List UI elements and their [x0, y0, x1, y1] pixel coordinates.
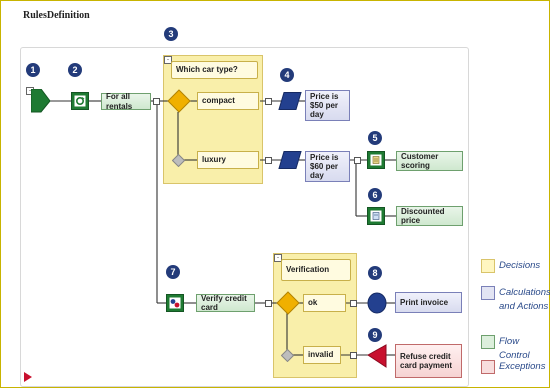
discounted-price-node[interactable]: Discounted price [396, 206, 463, 226]
decision-diamond-icon[interactable] [276, 291, 300, 315]
loop-icon[interactable] [71, 92, 89, 110]
refuse-credit-card-payment-node[interactable]: Refuse credit card payment [395, 344, 462, 378]
handle[interactable] [265, 300, 272, 307]
legend-label-exceptions: Exceptions [499, 361, 546, 372]
expand-arrow-icon[interactable] [24, 372, 32, 382]
start-node-icon[interactable] [31, 89, 51, 113]
handle[interactable] [153, 98, 160, 105]
subflow-icon[interactable] [166, 294, 184, 312]
badge-2: 2 [68, 63, 82, 77]
which-car-type-header[interactable]: Which car type? [171, 61, 258, 79]
badge-6: 6 [368, 188, 382, 202]
ok-condition[interactable]: ok [303, 294, 346, 312]
badge-9: 9 [368, 328, 382, 342]
badge-5: 5 [368, 131, 382, 145]
customer-scoring-node[interactable]: Customer scoring [396, 151, 463, 171]
rule-flow-icon[interactable] [367, 151, 385, 169]
legend-swatch-exceptions [481, 360, 495, 374]
verification-header[interactable]: Verification [281, 259, 351, 281]
decision-diamond-icon[interactable] [167, 89, 191, 113]
badge-8: 8 [368, 266, 382, 280]
badge-7: 7 [166, 265, 180, 279]
decision-else-diamond-icon[interactable] [172, 154, 185, 167]
verify-credit-card-node[interactable]: Verify credit card [196, 294, 255, 312]
handle[interactable] [350, 300, 357, 307]
print-action-icon[interactable] [367, 292, 387, 314]
handle[interactable] [265, 98, 272, 105]
decision-else-diamond-icon[interactable] [281, 349, 294, 362]
price-50-action[interactable]: Price is $50 per day [305, 90, 350, 121]
rule-flow-icon[interactable] [367, 207, 385, 225]
handle[interactable] [265, 157, 272, 164]
handle[interactable] [354, 157, 361, 164]
handle[interactable] [350, 352, 357, 359]
for-all-rentals-node[interactable]: For all rentals [101, 92, 151, 111]
badge-3: 3 [164, 27, 178, 41]
print-invoice-action[interactable]: Print invoice [395, 292, 462, 313]
badge-1: 1 [26, 63, 40, 77]
action-icon[interactable] [278, 92, 302, 110]
collapse-toggle[interactable]: - [164, 56, 172, 64]
compact-condition[interactable]: compact [197, 92, 259, 110]
collapse-toggle[interactable]: - [274, 254, 282, 262]
legend-swatch-decisions [481, 259, 495, 273]
invalid-condition[interactable]: invalid [303, 346, 341, 364]
legend-swatch-calculations [481, 286, 495, 300]
exception-icon[interactable] [367, 344, 387, 368]
legend-label-flow-control: Flow Control [499, 336, 530, 361]
price-60-action[interactable]: Price is $60 per day [305, 151, 350, 182]
window-title: RulesDefinition [23, 10, 90, 21]
luxury-condition[interactable]: luxury [197, 151, 259, 169]
action-icon[interactable] [278, 151, 302, 169]
legend-swatch-flow-control [481, 335, 495, 349]
legend-label-calculations: Calculations and Actions [499, 287, 550, 312]
legend-label-decisions: Decisions [499, 260, 541, 271]
badge-4: 4 [280, 68, 294, 82]
